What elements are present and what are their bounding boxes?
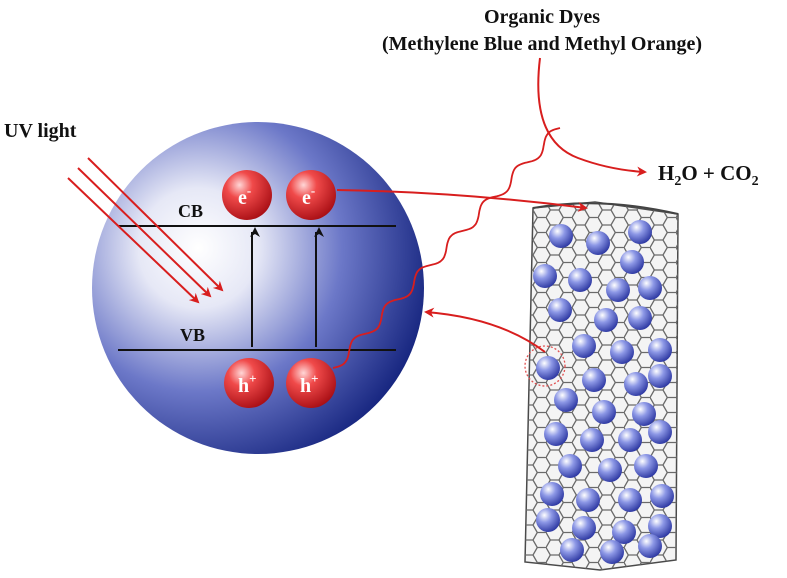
nanoparticle [610, 340, 634, 364]
semiconductor-sphere [92, 122, 424, 454]
nanoparticle [628, 220, 652, 244]
nanoparticle [548, 298, 572, 322]
nanoparticle [634, 454, 658, 478]
nanoparticle [648, 338, 672, 362]
nanoparticle [628, 306, 652, 330]
nanoparticle [612, 520, 636, 544]
highlight-circle [524, 345, 566, 387]
hole-2-symbol: h [300, 375, 311, 397]
nanoparticle [632, 402, 656, 426]
uv-light-rays [67, 157, 224, 304]
nanoparticle [536, 356, 560, 380]
nanoparticle [572, 334, 596, 358]
nanoparticle [594, 308, 618, 332]
nanoparticle [592, 400, 616, 424]
electron-2-symbol: e [302, 187, 311, 209]
nanoparticle [606, 278, 630, 302]
product-h: H [658, 161, 674, 185]
nanoparticle [624, 372, 648, 396]
dye-degradation-arrow [537, 57, 647, 177]
svg-text:h+: h+ [300, 371, 319, 397]
electron-1-symbol: e [238, 187, 247, 209]
nanoparticle [586, 231, 610, 255]
nanoparticle [618, 428, 642, 452]
carbon-nanotube [524, 201, 679, 571]
electron-transfer-arrow [336, 189, 588, 212]
return-arrow [424, 307, 546, 353]
nanoparticle [648, 364, 672, 388]
uv-ray-1 [67, 177, 200, 304]
product-h-sub: 2 [674, 174, 681, 189]
nanoparticle [572, 516, 596, 540]
nanoparticle-cluster [533, 220, 674, 564]
nanoparticle [638, 534, 662, 558]
hole-2-charge: + [311, 371, 318, 386]
hole-1-symbol: h [238, 375, 249, 397]
nanoparticle [650, 484, 674, 508]
electron-2-charge: - [311, 183, 315, 198]
nanoparticle [554, 388, 578, 412]
nanoparticle [620, 250, 644, 274]
product-co-sub: 2 [752, 174, 759, 189]
products-label: H2O + CO2 [658, 161, 759, 189]
nanoparticle [648, 514, 672, 538]
nanoparticle [536, 508, 560, 532]
nanoparticle [560, 538, 584, 562]
svg-text:e-: e- [238, 183, 251, 209]
uv-ray-2 [77, 167, 212, 298]
hole-2: h+ [286, 358, 336, 408]
nanoparticle [576, 488, 600, 512]
nanoparticle [544, 422, 568, 446]
nanotube-top-rim [532, 202, 679, 215]
nanoparticle [648, 420, 672, 444]
organic-dyes-subtitle: (Methylene Blue and Methyl Orange) [382, 33, 702, 55]
hole-oxidation-wave [332, 127, 561, 369]
svg-text:e-: e- [302, 183, 315, 209]
electron-2: e- [286, 170, 336, 220]
nanoparticle [598, 458, 622, 482]
nanoparticle [582, 368, 606, 392]
nanoparticle [580, 428, 604, 452]
nanoparticle [568, 268, 592, 292]
vb-label: VB [180, 325, 205, 345]
nanoparticle [533, 264, 557, 288]
nanoparticle [540, 482, 564, 506]
nanoparticle [618, 488, 642, 512]
cb-label: CB [178, 201, 203, 221]
organic-dyes-title: Organic Dyes [484, 6, 600, 28]
nanoparticle [558, 454, 582, 478]
hole-1-charge: + [249, 371, 256, 386]
nanoparticle [600, 540, 624, 564]
uv-light-label: UV light [4, 120, 77, 142]
hole-1: h+ [224, 358, 274, 408]
electron-1-charge: - [247, 183, 251, 198]
nanoparticle [549, 224, 573, 248]
electron-1: e- [222, 170, 272, 220]
uv-ray-3 [87, 157, 224, 292]
product-mid: O + CO [681, 161, 751, 185]
nanoparticle [638, 276, 662, 300]
svg-text:h+: h+ [238, 371, 257, 397]
